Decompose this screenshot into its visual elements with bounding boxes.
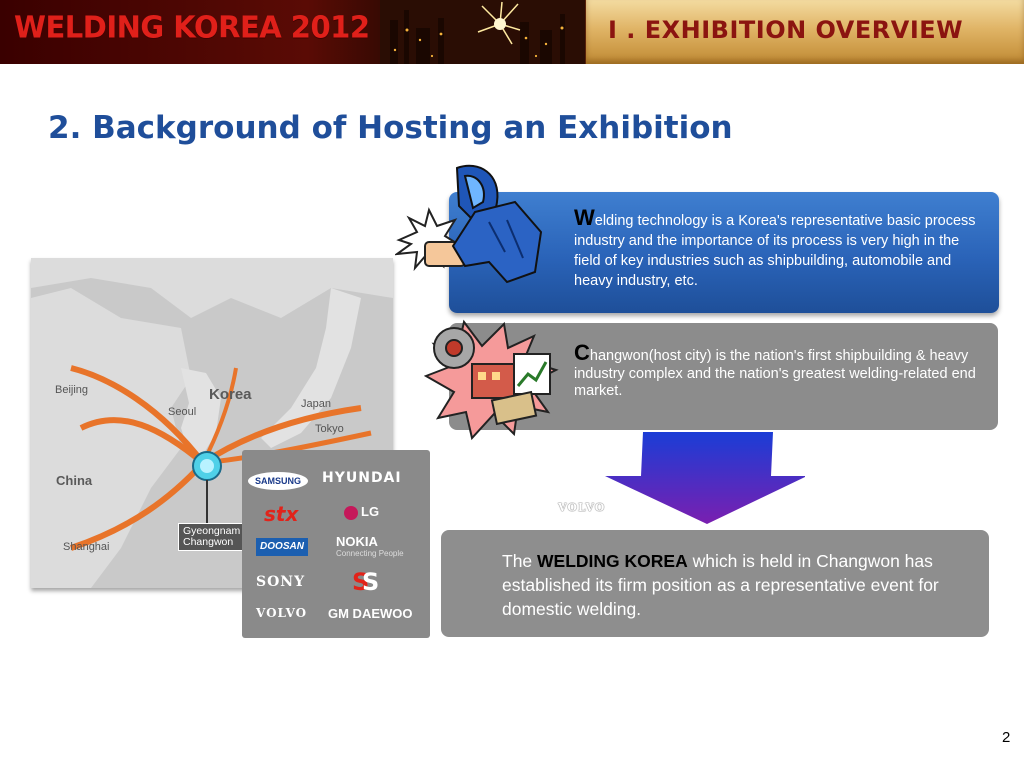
welder-clipart-icon <box>393 162 545 292</box>
region-map: Beijing Korea Japan Seoul China Tokyo Sh… <box>31 258 393 588</box>
welding-technology-box <box>449 192 999 313</box>
factory-image <box>380 0 585 64</box>
nokia-tagline: Connecting People <box>336 549 404 558</box>
samsung-logo: SAMSUNG <box>248 472 308 490</box>
lg-logo: LG <box>344 504 379 520</box>
welding-korea-suffix: which is held in Changwon has establishe… <box>502 551 939 619</box>
welding-korea-prefix: The <box>502 551 538 571</box>
changwon-dropcap: C <box>574 340 590 365</box>
section-tab <box>586 0 1024 64</box>
welding-dropcap: W <box>574 205 595 230</box>
map-label-korea: Korea <box>209 386 252 403</box>
brand-logo: WELDING KOREA 2012 <box>14 9 370 45</box>
changwon-text: Changwon(host city) is the nation's firs… <box>574 342 994 401</box>
map-label-japan: Japan <box>301 398 331 410</box>
hyundai-logo: HYUNDAI <box>322 470 402 486</box>
stx-logo: STX <box>264 502 299 526</box>
nokia-logo: NOKIA <box>336 534 378 549</box>
map-label-seoul: Seoul <box>168 406 197 418</box>
page-title: 2. Background of Hosting an Exhibition <box>48 110 733 146</box>
welding-technology-text: Welding technology is a Korea's represen… <box>574 205 989 291</box>
changwon-body: hangwon(host city) is the nation's first… <box>574 348 976 399</box>
industry-clipart-icon <box>423 314 566 442</box>
map-label-china: China <box>56 473 93 488</box>
section-tab-label: I . EXHIBITION OVERVIEW <box>608 16 964 44</box>
sony-logo: SONY <box>256 574 306 590</box>
volvo-watermark-logo: VOLVO <box>558 501 606 514</box>
welding-korea-box <box>441 530 989 637</box>
sponsor-logos-panel: SAMSUNG HYUNDAI STX LG DOOSAN NOKIA Conn… <box>242 450 430 638</box>
map-label-gyeongnam-changwon: Gyeongnam Changwon <box>178 523 246 551</box>
doosan-logo: DOOSAN <box>256 538 308 556</box>
down-arrow-icon <box>605 430 807 526</box>
welding-korea-highlight: WELDING KOREA <box>537 551 688 571</box>
welding-body: elding technology is a Korea's represent… <box>574 213 976 289</box>
page-number: 2 <box>1002 729 1011 746</box>
map-label-shanghai: Shanghai <box>63 541 110 553</box>
volvo-logo: VOLVO <box>256 606 308 620</box>
lg-label: LG <box>361 504 380 519</box>
map-label-tokyo: Tokyo <box>315 423 344 435</box>
lg-icon <box>344 505 358 520</box>
svg-text:S: S <box>362 568 379 594</box>
gm-daewoo-logo: GM DAEWOO <box>328 606 413 621</box>
welding-korea-text: The WELDING KOREA which is held in Chang… <box>502 549 972 621</box>
map-label-beijing: Beijing <box>55 384 89 396</box>
svg-text:S: S <box>352 568 369 594</box>
